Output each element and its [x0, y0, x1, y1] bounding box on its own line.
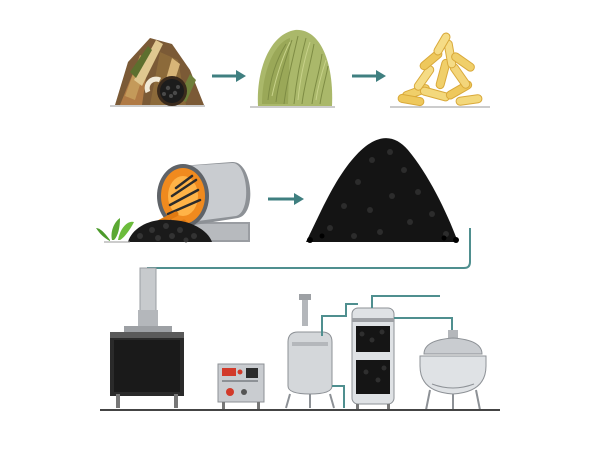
flow-arrow	[212, 70, 246, 82]
sprout-icon	[96, 218, 134, 243]
filter-column-icon	[351, 307, 395, 410]
mixing-tank-icon	[285, 294, 335, 409]
charcoal-heap-icon	[306, 138, 459, 243]
dried-sticks-icon	[390, 32, 490, 108]
kettle-icon	[419, 330, 487, 411]
chimney	[138, 267, 158, 326]
process-pipe	[321, 303, 358, 408]
furnace-icon	[110, 326, 184, 408]
fiber-mound-icon	[250, 29, 335, 108]
process-pipe	[147, 228, 471, 300]
rotary-kiln-icon	[128, 161, 251, 243]
flow-arrow	[268, 193, 304, 205]
coconut-husk-icon	[110, 38, 205, 107]
flow-arrow	[352, 70, 386, 82]
control-cabinet-icon	[217, 363, 265, 410]
